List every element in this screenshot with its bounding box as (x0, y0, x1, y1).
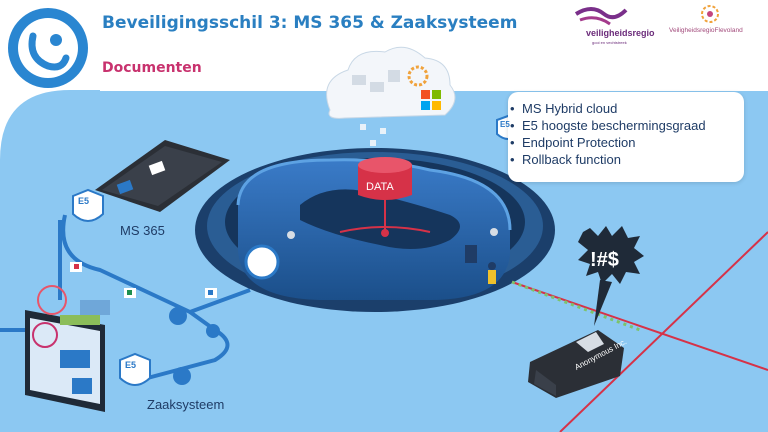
smartphone-icon (95, 140, 230, 212)
tablet-icon (25, 310, 105, 412)
shield-label-zaaksysteem: E5 (125, 360, 137, 370)
flevoland-logo-text: VeiligheidsregioFlevoland (669, 27, 743, 34)
security-guard-icon (287, 228, 498, 284)
flevoland-logo-icon (701, 5, 719, 23)
cloud-data-squares (360, 124, 386, 146)
feature-item: E5 hoogste beschermingsgraad (508, 117, 744, 134)
attack-lines (511, 231, 768, 432)
pipe-junctions (169, 307, 220, 385)
windows-logo-icon (421, 90, 441, 110)
zaaksysteem-label: Zaaksysteem (147, 397, 225, 412)
feature-item: Rollback function (508, 151, 744, 168)
threat-label: !#$ (590, 249, 619, 271)
ferris-wheel-icon (37, 285, 110, 325)
page-title: Beveiligingsschil 3: MS 365 & Zaaksystee… (102, 13, 518, 33)
shield-label-panel: E5 (500, 120, 510, 129)
protective-ring (236, 158, 512, 300)
ms365-label: MS 365 (120, 223, 165, 238)
feature-item: Endpoint Protection (508, 134, 744, 151)
shield-icon-zaaksysteem (119, 352, 151, 386)
document-tiles (70, 262, 217, 298)
threat-bubble (578, 226, 644, 326)
veiligheidsregio-logo-subtext: gooi en vechtstreek (592, 40, 627, 45)
veiligheidsregio-logo-text: veiligheidsregio (586, 28, 655, 38)
anonymous-box-icon (528, 330, 624, 398)
data-cylinder (339, 157, 431, 237)
feature-item: MS Hybrid cloud (508, 100, 744, 117)
shield-label-ms365: E5 (78, 196, 90, 206)
gear-icon (407, 65, 429, 87)
shield-icon-ring (244, 244, 280, 280)
veiligheidsregio-logo-icon (574, 7, 628, 26)
app-logo (8, 8, 88, 88)
features-panel: MS Hybrid cloud E5 hoogste beschermingsg… (508, 92, 744, 182)
shield-icon-ms365 (72, 188, 104, 222)
features-list: MS Hybrid cloud E5 hoogste beschermingsg… (508, 92, 744, 168)
cloud-icon (326, 46, 456, 119)
data-label: DATA (366, 181, 394, 193)
section-title: Documenten (102, 60, 202, 76)
